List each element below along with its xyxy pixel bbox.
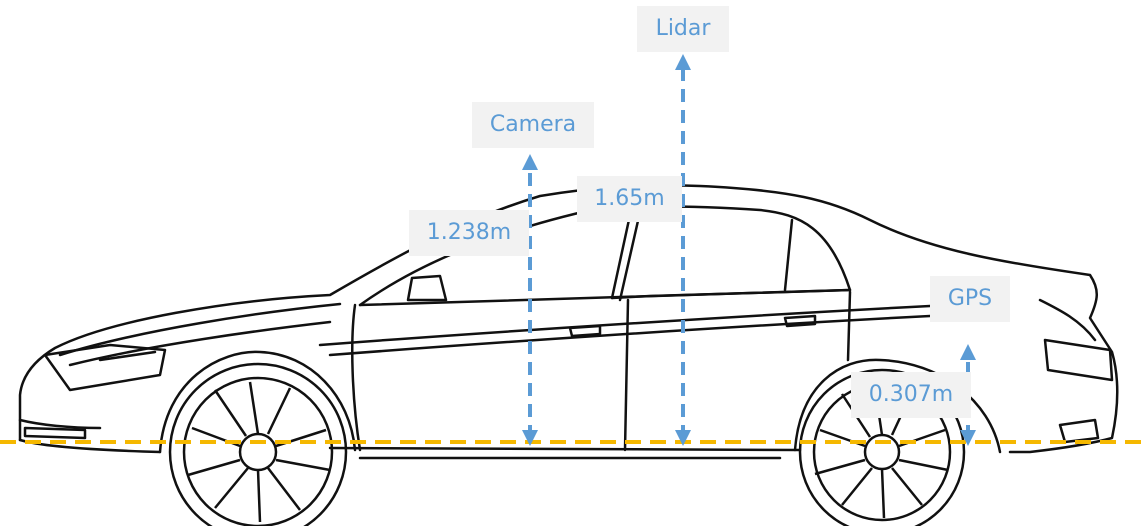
camera-height-value: 1.238m: [409, 210, 529, 256]
lidar-height-value: 1.65m: [577, 176, 682, 222]
front-wheel-icon: [168, 362, 348, 526]
gps-label: GPS: [930, 276, 1010, 322]
gps-height-value: 0.307m: [851, 372, 971, 418]
camera-label: Camera: [472, 102, 594, 148]
lidar-label: Lidar: [637, 6, 729, 52]
